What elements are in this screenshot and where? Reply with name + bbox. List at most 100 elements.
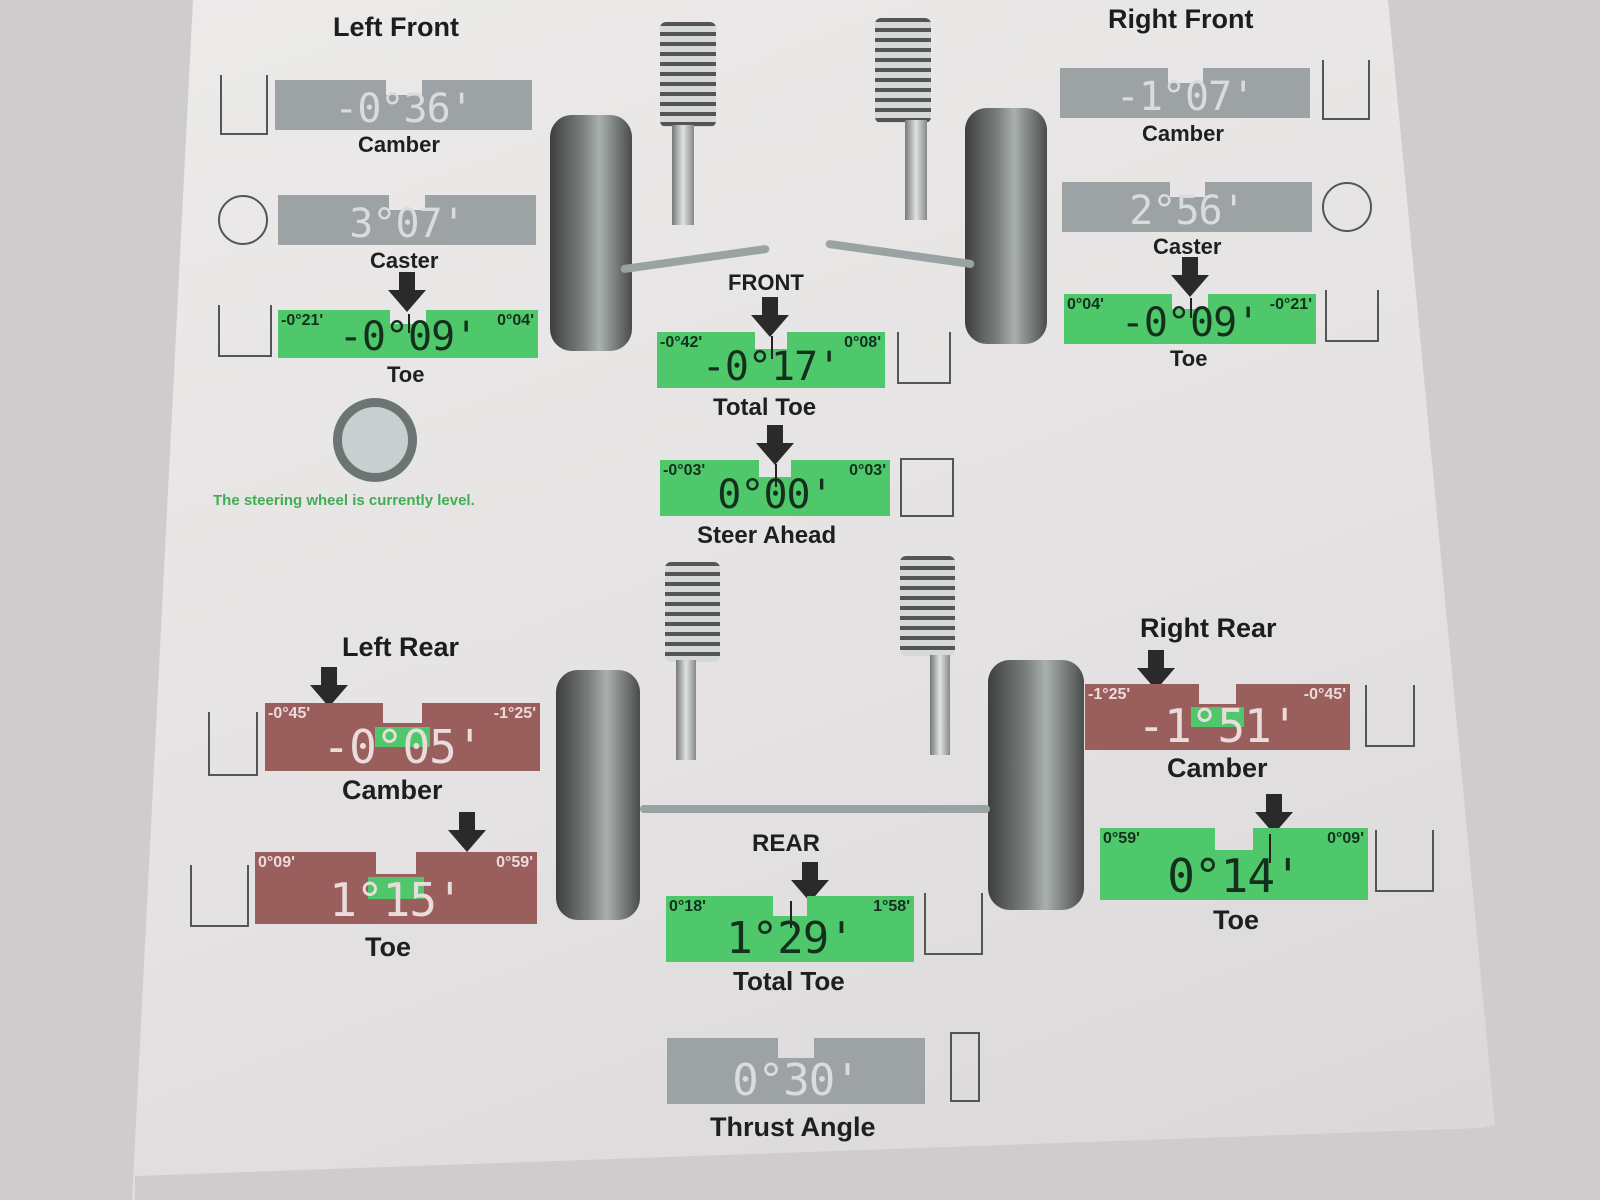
rf-toe-value: -0°09' xyxy=(1120,300,1261,344)
lf-caster-value: 3°07' xyxy=(349,201,465,245)
camber-icon xyxy=(220,75,268,135)
right-rear-title: Right Rear xyxy=(1140,613,1277,643)
steer-ahead-icon xyxy=(900,458,954,517)
caster-icon xyxy=(1322,182,1372,232)
rf-caster-label: Caster xyxy=(1153,234,1222,259)
front-right-spring xyxy=(875,18,931,123)
camber-icon xyxy=(208,712,258,776)
lf-toe-gauge: -0°21' 0°04' -0°09' xyxy=(278,310,538,358)
steer-ahead-min: -0°03' xyxy=(663,462,706,479)
lf-caster-gauge: 3°07' xyxy=(278,195,536,245)
lf-toe-label: Toe xyxy=(387,362,425,387)
front-total-toe-gauge: -0°42' 0°08' -0°17' xyxy=(657,332,885,388)
rear-left-strut xyxy=(676,660,696,760)
rr-toe-max: 0°09' xyxy=(1327,830,1364,847)
lr-camber-arrow-icon xyxy=(310,667,348,707)
lf-camber-label: Camber xyxy=(358,132,440,157)
lf-toe-arrow-icon xyxy=(388,272,426,312)
total-toe-icon xyxy=(924,893,983,955)
rear-total-toe-label: Total Toe xyxy=(733,966,845,996)
lr-camber-label: Camber xyxy=(342,775,443,805)
camber-icon xyxy=(1365,685,1415,747)
rf-toe-arrow-icon xyxy=(1171,257,1209,297)
rr-camber-min: -1°25' xyxy=(1088,686,1131,703)
steer-ahead-label: Steer Ahead xyxy=(697,522,837,549)
lf-caster-label: Caster xyxy=(370,248,439,273)
caster-icon xyxy=(218,195,268,245)
rr-toe-label: Toe xyxy=(1213,905,1259,935)
rr-toe-min: 0°59' xyxy=(1103,830,1140,847)
rf-camber-label: Camber xyxy=(1142,121,1224,146)
lr-toe-arrow-icon xyxy=(448,812,486,852)
steering-wheel-icon xyxy=(333,398,417,482)
lf-camber-gauge: -0°36' xyxy=(275,80,532,130)
rr-camber-value: -1°51' xyxy=(1137,698,1298,750)
front-total-toe-min: -0°42' xyxy=(660,334,703,351)
front-total-toe-arrow-icon xyxy=(751,297,789,337)
lr-toe-label: Toe xyxy=(365,932,411,962)
rear-title: REAR xyxy=(752,830,821,857)
front-title: FRONT xyxy=(728,270,804,295)
toe-icon xyxy=(1375,830,1434,892)
lr-camber-min: -0°45' xyxy=(268,705,311,722)
toe-icon xyxy=(218,305,272,357)
rf-caster-value: 2°56' xyxy=(1129,188,1245,232)
rear-left-tire xyxy=(556,670,640,920)
lr-camber-value: -0°05' xyxy=(322,719,483,771)
camber-icon xyxy=(1322,60,1370,120)
front-left-tire xyxy=(550,115,632,351)
rf-camber-value: -1°07' xyxy=(1115,74,1256,118)
left-front-title: Left Front xyxy=(333,12,459,42)
left-rear-title: Left Rear xyxy=(342,632,460,662)
lr-camber-gauge: -0°45' -1°25' -0°05' xyxy=(265,703,540,771)
rf-toe-min: 0°04' xyxy=(1067,296,1104,313)
rr-camber-max: -0°45' xyxy=(1303,686,1346,703)
rear-left-spring xyxy=(665,562,720,662)
rr-toe-gauge: 0°59' 0°09' 0°14' xyxy=(1100,828,1368,900)
toe-icon xyxy=(1325,290,1379,342)
steer-ahead-gauge: -0°03' 0°03' 0°00' xyxy=(660,460,890,516)
thrust-angle-gauge: 0°30' xyxy=(667,1038,925,1104)
lr-camber-max: -1°25' xyxy=(493,705,536,722)
steer-ahead-arrow-icon xyxy=(756,425,794,465)
rf-toe-max: -0°21' xyxy=(1269,296,1312,313)
lr-toe-min: 0°09' xyxy=(258,854,295,871)
rear-total-toe-gauge: 0°18' 1°58' 1°29' xyxy=(666,896,914,962)
right-front-title: Right Front xyxy=(1108,4,1254,34)
lf-toe-max: 0°04' xyxy=(497,312,534,329)
rear-right-strut xyxy=(930,655,950,755)
rear-total-toe-max: 1°58' xyxy=(873,898,910,915)
rr-camber-label: Camber xyxy=(1167,753,1268,783)
rear-right-spring xyxy=(900,556,955,656)
thrust-angle-icon xyxy=(950,1032,980,1102)
lr-toe-max: 0°59' xyxy=(496,854,533,871)
rear-total-toe-min: 0°18' xyxy=(669,898,706,915)
rf-camber-gauge: -1°07' xyxy=(1060,68,1310,118)
rear-right-tire xyxy=(988,660,1084,910)
front-total-toe-value: -0°17' xyxy=(701,343,842,388)
lf-toe-value: -0°09' xyxy=(338,314,479,358)
rear-axle-link xyxy=(640,805,990,813)
rf-toe-gauge: 0°04' -0°21' -0°09' xyxy=(1064,294,1316,344)
lf-camber-value: -0°36' xyxy=(334,86,474,130)
steer-ahead-max: 0°03' xyxy=(849,462,886,479)
rf-caster-gauge: 2°56' xyxy=(1062,182,1312,232)
front-right-strut xyxy=(905,120,927,220)
front-total-toe-max: 0°08' xyxy=(844,334,881,351)
total-toe-icon xyxy=(897,332,951,384)
steering-message: The steering wheel is currently level. xyxy=(213,492,475,509)
front-total-toe-label: Total Toe xyxy=(713,394,817,421)
toe-icon xyxy=(190,865,249,927)
rr-toe-value: 0°14' xyxy=(1167,848,1301,900)
rr-camber-gauge: -1°25' -0°45' -1°51' xyxy=(1085,684,1350,750)
front-right-tire xyxy=(965,108,1047,344)
rear-total-toe-value: 1°29' xyxy=(726,912,854,962)
lf-toe-min: -0°21' xyxy=(281,312,324,329)
rf-toe-label: Toe xyxy=(1170,346,1208,371)
thrust-angle-value: 0°30' xyxy=(732,1054,860,1104)
lr-toe-value: 1°15' xyxy=(329,872,463,924)
thrust-angle-label: Thrust Angle xyxy=(710,1112,876,1142)
lr-toe-gauge: 0°09' 0°59' 1°15' xyxy=(255,852,537,924)
front-left-spring xyxy=(660,22,716,127)
